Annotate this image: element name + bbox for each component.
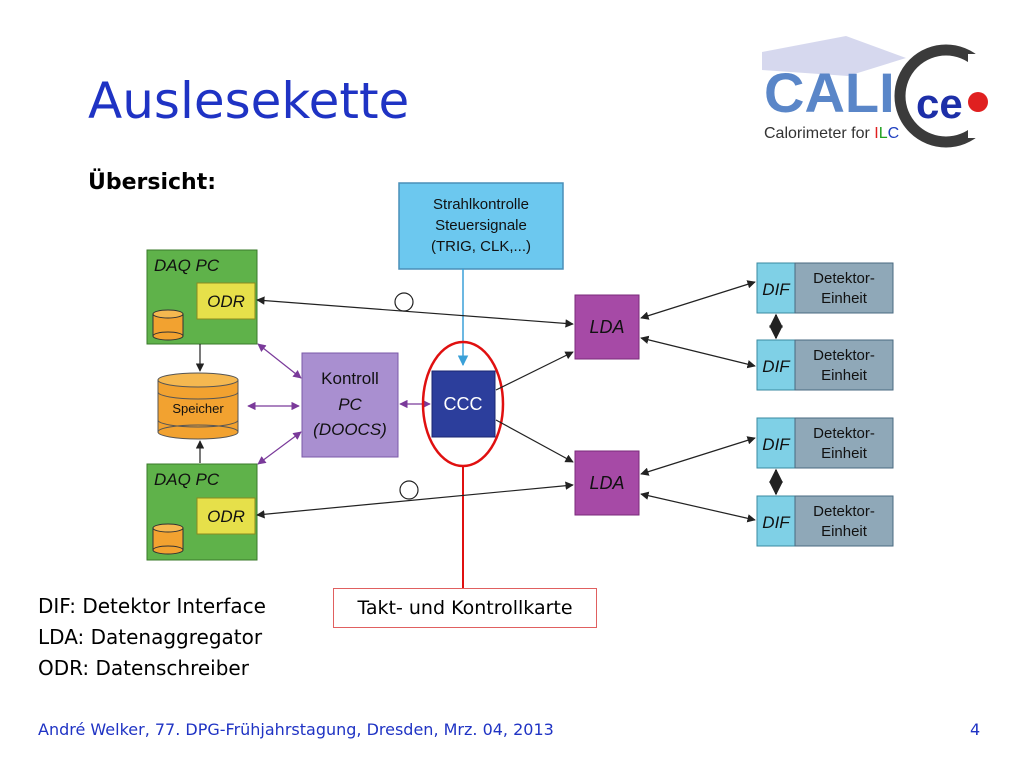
strahlkontrolle-box: Strahlkontrolle Steuersignale (TRIG, CLK…	[398, 182, 564, 270]
dif-detector-4: DIF Detektor- Einheit	[756, 495, 894, 547]
connector-circle-bottom-icon	[399, 480, 419, 500]
dif-detector-3: DIF Detektor- Einheit	[756, 417, 894, 469]
lda-top-box: LDA	[574, 294, 640, 360]
ccc-box: CCC	[431, 370, 496, 438]
svg-text:Steuersignale: Steuersignale	[435, 217, 527, 234]
callout-takt-kontrollkarte: Takt- und Kontrollkarte	[333, 588, 597, 628]
legend-dif: DIF: Detektor Interface	[38, 594, 266, 618]
svg-text:ODR: ODR	[207, 292, 245, 311]
svg-text:PC: PC	[338, 395, 362, 414]
lda-bottom-box: LDA	[574, 450, 640, 516]
logo-caption: Calorimeter for	[764, 125, 874, 142]
calice-logo: CALI ce Calorimeter for ILC	[762, 36, 1004, 148]
svg-text:Einheit: Einheit	[821, 367, 868, 384]
logo-red-dot-icon	[968, 92, 988, 112]
logo-letters-right: ce	[916, 80, 963, 127]
svg-text:(DOOCS): (DOOCS)	[313, 420, 387, 439]
odr-bottom-box	[196, 497, 256, 535]
database-bottom-icon	[152, 523, 184, 555]
svg-text:DIF: DIF	[762, 513, 791, 532]
footer-text: André Welker, 77. DPG-Frühjahrstagung, D…	[38, 720, 554, 739]
svg-text:DAQ PC: DAQ PC	[154, 256, 220, 275]
svg-text:Detektor-: Detektor-	[813, 503, 875, 520]
speicher-storage: Speicher	[157, 372, 239, 440]
svg-text:Speicher: Speicher	[172, 401, 224, 416]
dif-detector-1: DIF Detektor- Einheit	[756, 262, 894, 314]
svg-text:DIF: DIF	[762, 435, 791, 454]
svg-text:DAQ PC: DAQ PC	[154, 470, 220, 489]
kontroll-pc-box: Kontroll PC (DOOCS)	[301, 352, 399, 458]
svg-text:Strahlkontrolle: Strahlkontrolle	[433, 196, 529, 213]
svg-text:Einheit: Einheit	[821, 523, 868, 540]
legend-lda: LDA: Datenaggregator	[38, 625, 263, 649]
daq-pc-top: DAQ PC ODR	[146, 249, 258, 345]
svg-text:Calorimeter for ILC: Calorimeter for ILC	[764, 125, 899, 142]
daq-pc-bottom: DAQ PC ODR	[146, 463, 258, 561]
svg-text:Einheit: Einheit	[821, 290, 868, 307]
svg-text:Detektor-: Detektor-	[813, 425, 875, 442]
slide-subtitle: Übersicht:	[88, 170, 217, 195]
svg-text:Detektor-: Detektor-	[813, 347, 875, 364]
svg-text:LDA: LDA	[589, 473, 624, 493]
svg-text:Kontroll: Kontroll	[321, 369, 379, 388]
dif-detector-2: DIF Detektor- Einheit	[756, 339, 894, 391]
odr-top-box	[196, 282, 256, 320]
database-top-icon	[152, 309, 184, 341]
connector-circle-top-icon	[394, 292, 414, 312]
svg-text:Einheit: Einheit	[821, 445, 868, 462]
slide-title: Auslesekette	[88, 72, 410, 130]
svg-text:CCC: CCC	[444, 394, 483, 414]
svg-text:ODR: ODR	[207, 507, 245, 526]
svg-text:LDA: LDA	[589, 317, 624, 337]
page-number: 4	[970, 720, 981, 739]
svg-text:Detektor-: Detektor-	[813, 270, 875, 287]
svg-text:(TRIG, CLK,...): (TRIG, CLK,...)	[431, 238, 531, 255]
legend-odr: ODR: Datenschreiber	[38, 656, 249, 680]
svg-text:DIF: DIF	[762, 280, 791, 299]
logo-letters-left: CALI	[764, 61, 895, 124]
svg-text:DIF: DIF	[762, 357, 791, 376]
